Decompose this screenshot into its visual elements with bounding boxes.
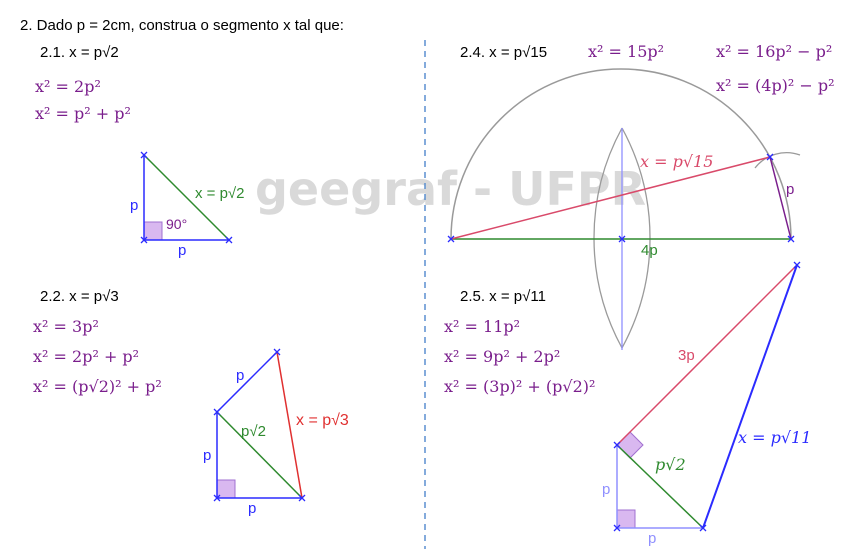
label-hypotenuse: x = p√2 xyxy=(195,185,245,202)
label-angle: 90° xyxy=(166,216,187,232)
heading-2-5: 2.5. x = p√11 xyxy=(460,288,546,305)
heading-2-2: 2.2. x = p√3 xyxy=(40,288,119,305)
label-left-5: p xyxy=(602,481,610,498)
section-2-2: 2.2. x = p√3 x² = 3p² x² = 2p² + p² x² =… xyxy=(33,288,349,517)
label-3p: 3p xyxy=(678,347,695,364)
label-diagonal-2: p√2 xyxy=(241,423,266,440)
segment-3p xyxy=(616,264,798,446)
section-2-5: 2.5. x = p√11 x² = 11p² x² = 9p² + 2p² x… xyxy=(444,261,811,547)
heading-2-4: 2.4. x = p√15 xyxy=(460,44,547,61)
leg-top-2 xyxy=(216,351,278,413)
page-title: 2. Dado p = 2cm, construa o segmento x t… xyxy=(20,17,344,34)
heading-2-1: 2.1. x = p√2 xyxy=(40,44,119,61)
eq-2-4-a: x² = 15p² xyxy=(588,42,664,61)
vertex-marks-2 xyxy=(213,348,306,502)
label-leg-bottom: p xyxy=(178,242,186,259)
vertex-marks xyxy=(140,151,233,244)
label-left-2: p xyxy=(203,447,211,464)
label-base-4p: 4p xyxy=(641,242,658,259)
right-angle-marker-5b xyxy=(616,431,644,459)
eq-2-5-c: x² = (3p)² + (p√2)² xyxy=(444,377,595,396)
eq-2-2-c: x² = (p√2)² + p² xyxy=(33,377,162,396)
eq-2-1-b: x² = p² + p² xyxy=(35,104,131,123)
label-result-5: x = p√11 xyxy=(738,428,811,447)
watermark: geegraf - UFPR xyxy=(255,162,646,216)
section-2-4: 2.4. x = p√15 x² = 15p² x² = 16p² − p² x… xyxy=(447,42,835,350)
eq-2-1-a: x² = 2p² xyxy=(35,77,101,96)
label-top-2: p xyxy=(236,367,244,384)
diagonal-5 xyxy=(616,444,704,529)
diagonal-2 xyxy=(216,411,303,499)
bisector-arc-right xyxy=(621,127,651,349)
label-result-2: x = p√3 xyxy=(296,412,349,429)
eq-2-4-c: x² = (4p)² − p² xyxy=(716,76,835,95)
result-segment-5 xyxy=(702,264,798,529)
label-leg-left: p xyxy=(130,197,138,214)
vertex-marks-5 xyxy=(613,261,801,532)
hypotenuse xyxy=(143,154,230,241)
label-chord-x: x = p√15 xyxy=(640,152,713,171)
chord-x xyxy=(450,156,771,240)
label-segment-p: p xyxy=(786,181,794,198)
result-segment-2 xyxy=(276,351,303,499)
eq-2-4-b: x² = 16p² − p² xyxy=(716,42,832,61)
eq-2-2-a: x² = 3p² xyxy=(33,317,99,336)
vertex-marks-4 xyxy=(447,153,795,243)
label-bottom-5: p xyxy=(648,530,656,547)
bisector-arc-left xyxy=(593,127,623,349)
eq-2-5-b: x² = 9p² + 2p² xyxy=(444,347,560,366)
compass-arc xyxy=(754,152,801,169)
eq-2-5-a: x² = 11p² xyxy=(444,317,520,336)
eq-2-2-b: x² = 2p² + p² xyxy=(33,347,139,366)
label-diagonal-5: p√2 xyxy=(655,455,686,474)
segment-p xyxy=(769,156,792,240)
section-2-1: 2.1. x = p√2 x² = 2p² x² = p² + p² p p x… xyxy=(35,44,245,259)
label-bottom-2: p xyxy=(248,500,256,517)
